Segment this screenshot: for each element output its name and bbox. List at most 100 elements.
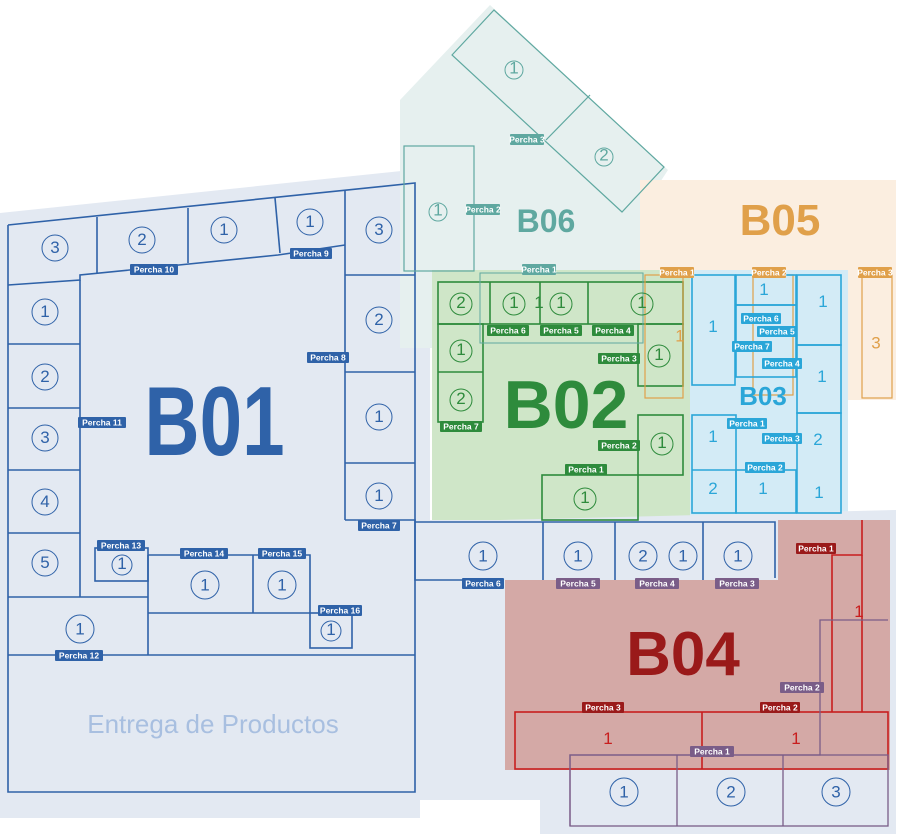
b02-percha-5[interactable]: Percha 5	[543, 326, 579, 336]
b01-bottom-slot-0[interactable]: 1	[478, 546, 487, 565]
b03-slot-3[interactable]: 1	[817, 367, 826, 386]
b03-percha-1[interactable]: Percha 1	[729, 419, 765, 429]
b02-slot-7[interactable]: 1	[654, 345, 663, 364]
b01-left-slot-2[interactable]: 3	[40, 428, 49, 447]
b04-slot-2[interactable]: 1	[791, 729, 800, 748]
b01-inner-slot-0[interactable]: 1	[117, 554, 126, 573]
b06-slot-1[interactable]: 2	[599, 145, 608, 164]
b03-percha-4[interactable]: Percha 4	[764, 359, 800, 369]
b03-slot-4[interactable]: 1	[708, 427, 717, 446]
b01-percha-9[interactable]: Percha 9	[293, 249, 329, 259]
b04-bottom-slot-1[interactable]: 2	[726, 782, 735, 801]
b01-percha-13-bg	[97, 540, 145, 551]
b04-purple-percha-3[interactable]: Percha 3	[719, 579, 755, 589]
b04-percha-3[interactable]: Percha 3	[585, 703, 621, 713]
b03-percha-3[interactable]: Percha 3	[764, 434, 800, 444]
b05-slot-1[interactable]: 3	[871, 333, 880, 352]
b02-slot-5[interactable]: 1	[456, 340, 465, 359]
b01-bottom-slot-2[interactable]: 2	[638, 546, 647, 565]
b01-left-slot-0[interactable]: 1	[40, 302, 49, 321]
b01-top-slot-2[interactable]: 1	[219, 220, 228, 239]
b01-inner-slot-2[interactable]: 1	[277, 575, 286, 594]
b01-right-slot-1[interactable]: 2	[374, 310, 383, 329]
b02-percha-1[interactable]: Percha 1	[568, 465, 604, 475]
b01-left-slot-3[interactable]: 4	[40, 492, 49, 511]
b01-inner-slot-3[interactable]: 1	[326, 620, 335, 639]
b05-percha-3-bg	[858, 267, 892, 278]
b01-percha-8[interactable]: Percha 8	[310, 353, 346, 363]
b05-percha-1[interactable]: Percha 1	[659, 268, 695, 278]
b01-top-slot-3[interactable]: 1	[305, 212, 314, 231]
zone-label-b06: B06	[517, 203, 576, 239]
b02-slot-6[interactable]: 2	[456, 389, 465, 408]
b03-percha-7[interactable]: Percha 7	[734, 342, 770, 352]
b01-right-slot-0[interactable]: 3	[374, 220, 383, 239]
b02-percha-4[interactable]: Percha 4	[595, 326, 631, 336]
b02-slot-3[interactable]: 1	[534, 293, 543, 312]
b02-slot-2[interactable]: 1	[556, 293, 565, 312]
b02-percha-6[interactable]: Percha 6	[490, 326, 526, 336]
b03-slot-0[interactable]: 1	[759, 280, 768, 299]
b02-slot-8[interactable]: 1	[657, 433, 666, 452]
b02-percha-3[interactable]: Percha 3	[601, 354, 637, 364]
b01-percha-14[interactable]: Percha 14	[184, 549, 224, 559]
b03-slot-6[interactable]: 2	[708, 479, 717, 498]
b03-slot-7[interactable]: 1	[758, 479, 767, 498]
b04-percha-1[interactable]: Percha 1	[798, 544, 834, 554]
b02-slot-4[interactable]: 1	[637, 293, 646, 312]
b01-top-slot-0[interactable]: 3	[50, 238, 59, 257]
b05-slot-0[interactable]: 1	[675, 326, 684, 345]
b03-percha-5[interactable]: Percha 5	[759, 327, 795, 337]
b02-slot-1[interactable]: 1	[509, 293, 518, 312]
b03-percha-2[interactable]: Percha 2	[747, 463, 783, 473]
b01-percha-11[interactable]: Percha 11	[82, 418, 122, 428]
b01-percha-10[interactable]: Percha 10	[134, 265, 174, 275]
zone-b05-area[interactable]	[640, 180, 896, 270]
b01-bottom-slot-1[interactable]: 1	[573, 546, 582, 565]
b01-top-slot-1[interactable]: 2	[137, 230, 146, 249]
zone-b02-area[interactable]	[432, 270, 690, 520]
b06-percha-2[interactable]: Percha 2	[465, 205, 501, 215]
b01-percha-12[interactable]: Percha 12	[59, 651, 99, 661]
b06-percha-1[interactable]: Percha 1	[521, 265, 557, 275]
b05-percha-3[interactable]: Percha 3	[857, 268, 893, 278]
b03-slot-8[interactable]: 1	[814, 483, 823, 502]
b01-bottom-slot-4[interactable]: 1	[733, 546, 742, 565]
b02-slot-9[interactable]: 1	[580, 488, 589, 507]
b01-bottom-slot-1-ring	[563, 541, 593, 571]
b02-percha-7[interactable]: Percha 7	[443, 422, 479, 432]
b03-percha-6[interactable]: Percha 6	[743, 314, 779, 324]
b03-slot-5[interactable]: 2	[813, 430, 822, 449]
b06-percha-3[interactable]: Percha 3	[509, 135, 545, 145]
b04-percha-2[interactable]: Percha 2	[762, 703, 798, 713]
b04-purple-percha-5[interactable]: Percha 5	[560, 579, 596, 589]
b04-purple-percha-1[interactable]: Percha 1	[694, 747, 730, 757]
b04-purple-percha-2[interactable]: Percha 2	[784, 683, 820, 693]
b01-inner-slot-4[interactable]: 1	[75, 619, 84, 638]
b06-slot-2[interactable]: 1	[433, 200, 442, 219]
b06-slot-0[interactable]: 1	[509, 58, 518, 77]
b01-left-slot-1[interactable]: 2	[40, 367, 49, 386]
b01-percha-13[interactable]: Percha 13	[101, 541, 141, 551]
b01-right-slot-3[interactable]: 1	[374, 486, 383, 505]
zone-b06-area[interactable]	[400, 5, 668, 348]
b03-slot-2[interactable]: 1	[708, 317, 717, 336]
b01-percha-7[interactable]: Percha 7	[361, 521, 397, 531]
b02-percha-2[interactable]: Percha 2	[601, 441, 637, 451]
b05-percha-2[interactable]: Percha 2	[751, 268, 787, 278]
b01-bottom-slot-3[interactable]: 1	[678, 546, 687, 565]
b04-slot-0[interactable]: 1	[854, 602, 863, 621]
b04-slot-1[interactable]: 1	[603, 729, 612, 748]
b01-percha-16[interactable]: Percha 16	[320, 606, 360, 616]
b02-slot-0[interactable]: 2	[456, 293, 465, 312]
b01-inner-slot-1[interactable]: 1	[200, 575, 209, 594]
b01-left-slot-0-ring	[31, 298, 59, 326]
b04-bottom-slot-0[interactable]: 1	[619, 782, 628, 801]
b01-percha-15[interactable]: Percha 15	[262, 549, 302, 559]
b04-bottom-slot-2[interactable]: 3	[831, 782, 840, 801]
b01-left-slot-4[interactable]: 5	[40, 553, 49, 572]
b01-right-slot-2[interactable]: 1	[374, 407, 383, 426]
b01-percha-6[interactable]: Percha 6	[465, 579, 501, 589]
b04-purple-percha-4[interactable]: Percha 4	[639, 579, 675, 589]
b03-slot-1[interactable]: 1	[818, 292, 827, 311]
